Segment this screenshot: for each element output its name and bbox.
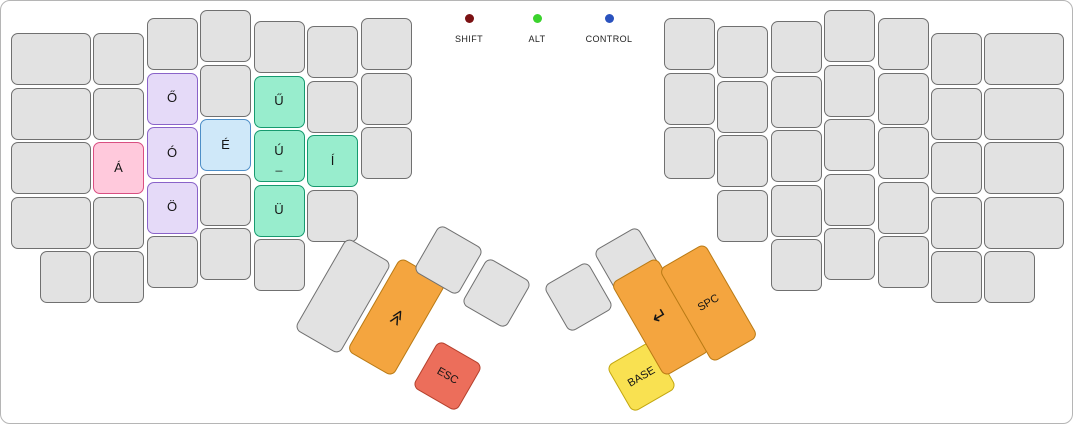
- shift-color-dot: [464, 14, 474, 23]
- key-blank[interactable]: [307, 26, 358, 78]
- key-blank[interactable]: [824, 119, 875, 171]
- key-blank[interactable]: [717, 26, 768, 78]
- key-blank[interactable]: [93, 87, 144, 140]
- key-blank[interactable]: [93, 33, 144, 85]
- key-blank[interactable]: [200, 64, 251, 117]
- legend: SHIFT ALT CONTROL: [441, 14, 653, 44]
- key-blank[interactable]: [663, 127, 715, 179]
- key-blank[interactable]: [770, 184, 822, 237]
- key-blank[interactable]: [877, 127, 929, 179]
- key-u-umlaut[interactable]: Ü: [253, 184, 305, 237]
- key-blank[interactable]: [824, 10, 875, 62]
- legend-shift-label: SHIFT: [455, 34, 483, 44]
- key-blank[interactable]: [253, 21, 305, 73]
- key-blank[interactable]: [200, 10, 251, 62]
- key-blank[interactable]: [931, 142, 982, 194]
- key-blank[interactable]: [146, 236, 198, 288]
- key-blank[interactable]: [360, 18, 412, 70]
- legend-alt-label: ALT: [528, 34, 546, 44]
- key-blank[interactable]: [984, 142, 1064, 194]
- key-o-double-acute[interactable]: Ő: [146, 72, 198, 125]
- key-blank[interactable]: [770, 130, 822, 182]
- key-blank[interactable]: [717, 189, 768, 242]
- legend-alt: ALT: [509, 14, 565, 44]
- key-o-acute[interactable]: Ó: [146, 127, 198, 179]
- key-blank[interactable]: [200, 173, 251, 226]
- key-o-umlaut[interactable]: Ö: [146, 181, 198, 234]
- key-i-acute[interactable]: Í: [307, 135, 358, 187]
- key-blank[interactable]: [824, 173, 875, 226]
- key-blank[interactable]: [824, 228, 875, 280]
- legend-control-label: CONTROL: [585, 34, 633, 44]
- key-esc[interactable]: ESC: [411, 339, 484, 413]
- key-a-acute[interactable]: Á: [93, 142, 144, 194]
- key-blank[interactable]: [360, 127, 412, 179]
- key-blank[interactable]: [93, 196, 144, 249]
- key-blank[interactable]: [146, 18, 198, 70]
- key-blank[interactable]: [253, 239, 305, 291]
- legend-shift: SHIFT: [441, 14, 497, 44]
- key-blank[interactable]: [931, 33, 982, 85]
- key-e-acute[interactable]: É: [200, 119, 251, 171]
- key-blank[interactable]: [40, 251, 91, 303]
- key-blank[interactable]: [877, 72, 929, 125]
- key-blank[interactable]: [542, 260, 615, 334]
- key-blank[interactable]: [11, 142, 91, 194]
- key-blank[interactable]: [931, 196, 982, 249]
- alt-color-dot: [532, 14, 542, 23]
- key-blank[interactable]: [984, 251, 1035, 303]
- key-u-double-acute[interactable]: Ű: [253, 75, 305, 128]
- key-blank[interactable]: [93, 251, 144, 303]
- key-blank[interactable]: [663, 72, 715, 125]
- key-blank[interactable]: [824, 64, 875, 117]
- key-u-acute[interactable]: Ú_: [253, 130, 305, 182]
- key-blank[interactable]: [360, 72, 412, 125]
- key-blank[interactable]: [931, 87, 982, 140]
- key-blank[interactable]: [877, 181, 929, 234]
- key-blank[interactable]: [11, 196, 91, 249]
- key-blank[interactable]: [931, 251, 982, 303]
- key-blank[interactable]: [770, 239, 822, 291]
- key-blank[interactable]: [11, 33, 91, 85]
- key-blank[interactable]: [770, 75, 822, 128]
- key-blank[interactable]: [877, 236, 929, 288]
- key-blank[interactable]: [877, 18, 929, 70]
- key-blank[interactable]: [984, 87, 1064, 140]
- key-blank[interactable]: [984, 33, 1064, 85]
- key-blank[interactable]: [200, 228, 251, 280]
- key-blank[interactable]: [984, 196, 1064, 249]
- key-blank[interactable]: [11, 87, 91, 140]
- key-blank[interactable]: [770, 21, 822, 73]
- key-blank[interactable]: [663, 18, 715, 70]
- key-blank[interactable]: [307, 189, 358, 242]
- legend-control: CONTROL: [577, 14, 641, 44]
- key-blank[interactable]: [307, 80, 358, 133]
- key-blank[interactable]: [717, 135, 768, 187]
- key-blank[interactable]: [717, 80, 768, 133]
- control-color-dot: [604, 14, 614, 23]
